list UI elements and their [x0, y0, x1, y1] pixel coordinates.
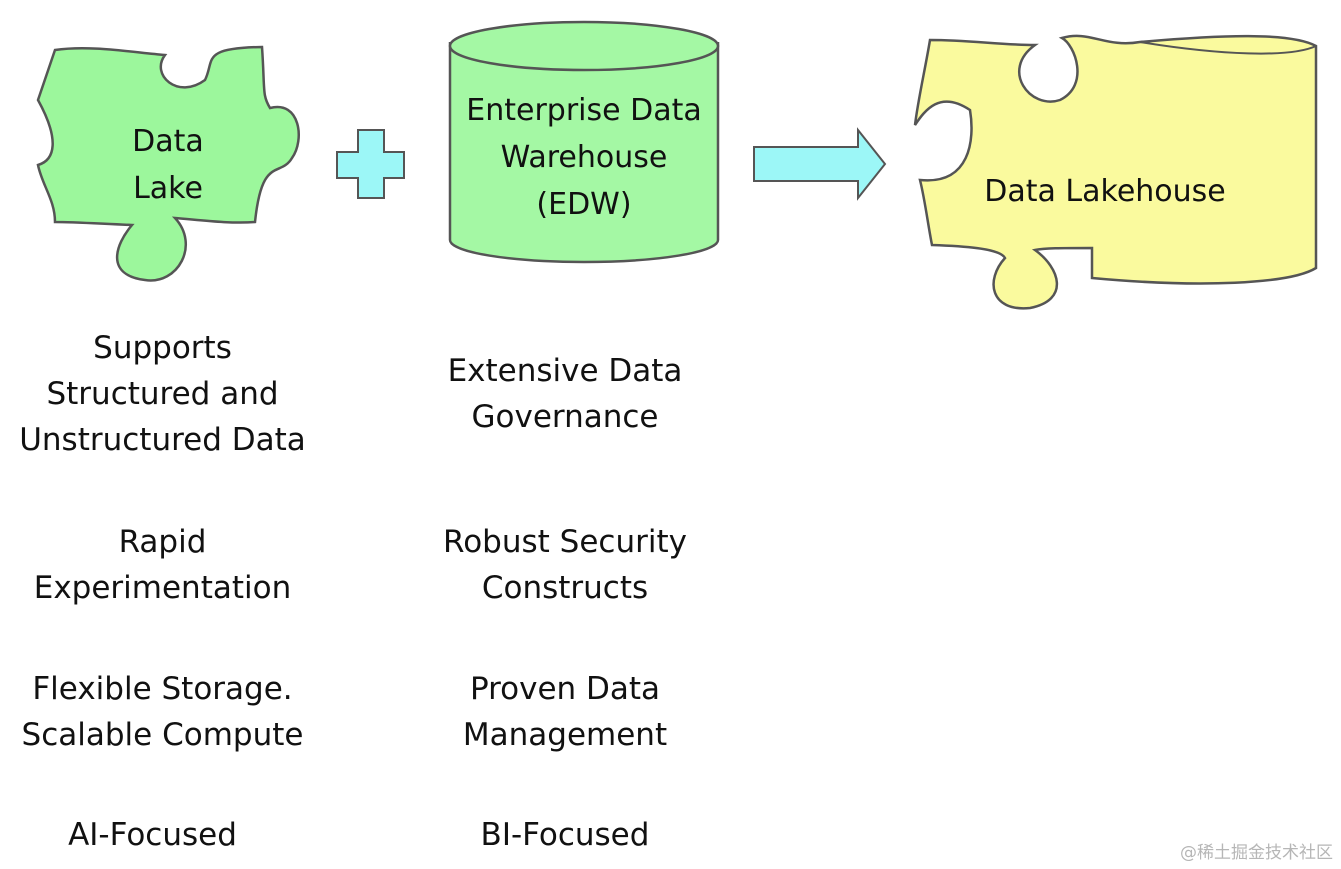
- lakehouse-label: Data Lakehouse: [984, 174, 1226, 209]
- data-lake-label-line2: Lake: [133, 171, 203, 206]
- data-lake-puzzle-shape: [36, 45, 300, 282]
- data-lake-feature-4: AI-Focused: [68, 817, 237, 853]
- edw-feature-4: BI-Focused: [480, 817, 650, 853]
- data-lake-label-line1: Data: [132, 124, 204, 159]
- edw-cylinder-body: [448, 42, 720, 264]
- plus-icon: [336, 129, 405, 199]
- right-arrow-icon: [753, 127, 887, 201]
- watermark: @稀土掘金技术社区: [1180, 843, 1333, 863]
- edw-cylinder-top: [448, 20, 720, 72]
- edw-feature-2: Robust Security Constructs: [443, 524, 687, 606]
- lakehouse-cylinder-top-edge: [1139, 41, 1317, 55]
- data-lake-feature-1: Supports Structured and Unstructured Dat…: [19, 330, 306, 458]
- edw-label-line1: Enterprise Data: [466, 93, 702, 128]
- edw-feature-1: Extensive Data Governance: [447, 353, 683, 435]
- data-lake-feature-2: Rapid Experimentation: [33, 524, 292, 606]
- lakehouse-puzzle-shape: [913, 34, 1318, 310]
- data-lake-feature-3: Flexible Storage. Scalable Compute: [21, 671, 304, 753]
- edw-label-line3: (EDW): [536, 187, 631, 222]
- edw-label-line2: Warehouse: [501, 140, 668, 175]
- edw-feature-3: Proven Data Management: [462, 671, 668, 753]
